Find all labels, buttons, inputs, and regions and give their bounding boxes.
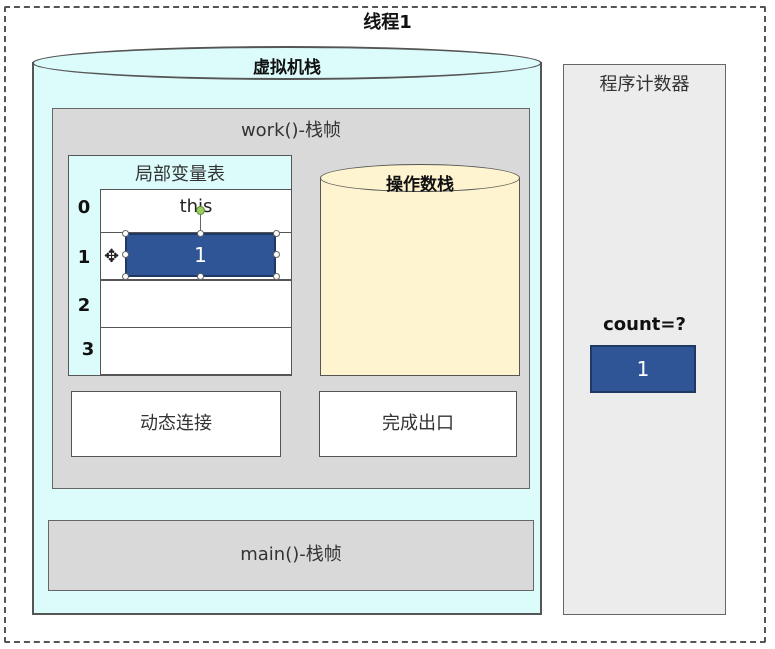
return-address-box[interactable]: 完成出口	[319, 391, 517, 457]
lvt-slot-2[interactable]	[100, 280, 292, 328]
count-value-box[interactable]: 1	[590, 345, 696, 393]
lvt-slot-1-value-box[interactable]: 1	[125, 233, 276, 277]
lvt-slot-3[interactable]	[100, 327, 292, 375]
count-label: count=?	[603, 314, 686, 335]
selection-handle-tr[interactable]	[273, 230, 280, 237]
program-counter-title: 程序计数器	[599, 74, 690, 95]
operand-stack-title: 操作数栈	[386, 175, 454, 195]
thread-title: 线程1	[363, 12, 412, 33]
work-frame-title: work()-栈帧	[240, 120, 342, 141]
lvt-index-2: 2	[77, 295, 91, 316]
move-cursor-icon: ✥	[104, 246, 120, 267]
main-stack-frame[interactable]: main()-栈帧	[48, 520, 534, 591]
vm-stack-cylinder-top	[32, 46, 542, 80]
selection-handle-tc[interactable]	[197, 230, 204, 237]
selection-handle-ml[interactable]	[122, 251, 129, 258]
selection-handle-bc[interactable]	[197, 273, 204, 280]
operand-stack-cylinder-top	[320, 164, 520, 192]
lvt-slot-0-value: this	[179, 196, 213, 217]
local-variable-table-title: 局部变量表	[135, 164, 225, 185]
thread-container	[4, 6, 766, 643]
lvt-index-0: 0	[77, 197, 91, 218]
selection-handle-mr[interactable]	[273, 251, 280, 258]
lvt-index-1: 1	[77, 247, 91, 268]
program-counter-box[interactable]	[563, 64, 726, 615]
selection-handle-br[interactable]	[273, 273, 280, 280]
operand-stack-cylinder[interactable]	[320, 178, 520, 376]
selection-handle-bl[interactable]	[122, 273, 129, 280]
vm-stack-title: 虚拟机栈	[253, 58, 321, 78]
rotation-handle-line	[200, 215, 201, 233]
rotation-handle[interactable]	[196, 206, 205, 215]
lvt-index-3: 3	[81, 339, 95, 360]
selection-handle-tl[interactable]	[122, 230, 129, 237]
dynamic-link-box[interactable]: 动态连接	[71, 391, 281, 457]
